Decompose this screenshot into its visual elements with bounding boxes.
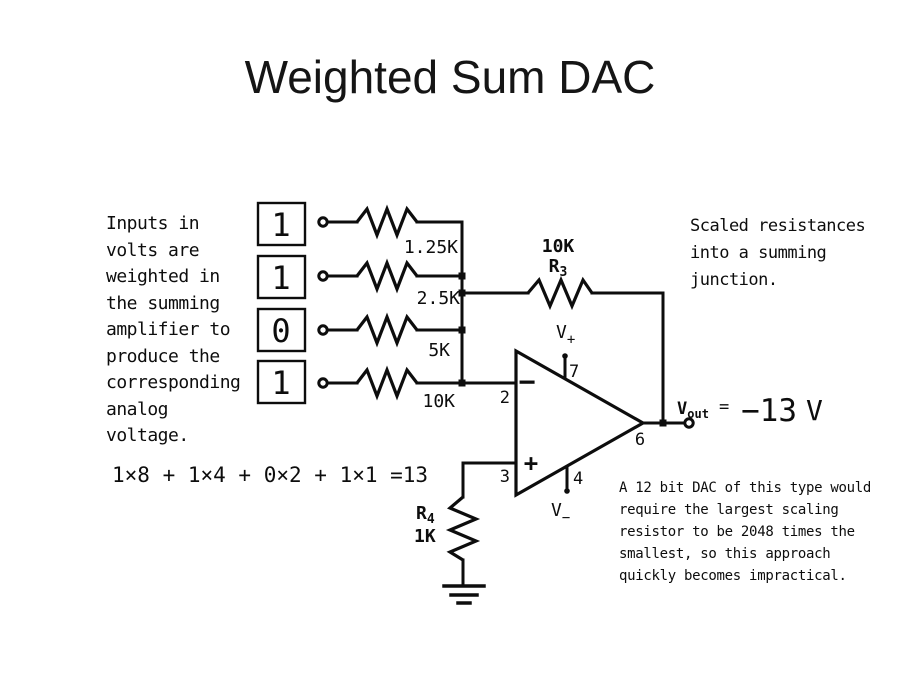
junction-dot xyxy=(659,419,667,427)
bottom-note: A 12 bit DAC of this type would require … xyxy=(619,480,871,584)
bit-input-boxes xyxy=(256,201,307,405)
pin-3: 3 xyxy=(500,467,510,487)
input-terminal xyxy=(317,377,329,389)
page-title: Weighted Sum DAC xyxy=(244,51,656,103)
resistor-label-5k: 5K xyxy=(428,340,450,361)
pin4-dot xyxy=(564,488,570,494)
wire-noninverting xyxy=(461,461,518,587)
bit-box-4 xyxy=(256,254,307,300)
resistor-label-1_25k: 1.25K xyxy=(404,237,458,258)
bit-value-4: 1 xyxy=(271,259,290,297)
bit-box-8 xyxy=(256,201,307,247)
vout-equals: = xyxy=(719,397,729,417)
resistor-5k xyxy=(355,312,419,348)
left-note: Inputs in volts are weighted in the summ… xyxy=(106,213,241,446)
wire-summing-bus xyxy=(460,220,518,385)
vout-unit: V xyxy=(806,394,823,427)
resistors xyxy=(355,204,594,562)
junction-dot xyxy=(458,326,466,334)
output-terminal xyxy=(683,417,695,429)
input-terminal xyxy=(317,216,329,228)
terminals xyxy=(317,216,695,429)
junction-dot xyxy=(458,379,466,387)
pin-6: 6 xyxy=(635,430,645,450)
input-terminal xyxy=(317,324,329,336)
ground-icon xyxy=(442,584,486,605)
pin-7: 7 xyxy=(569,362,579,382)
wire-feedback xyxy=(460,291,665,425)
bit-value-1: 1 xyxy=(271,364,290,402)
vminus-label: V− xyxy=(551,500,570,526)
junction-dot xyxy=(458,272,466,280)
resistor-label-10k: 10K xyxy=(422,391,455,412)
ground-resistor-value: 1K xyxy=(414,526,436,547)
opamp-triangle xyxy=(514,348,647,498)
resistor-label-2_5k: 2.5K xyxy=(417,288,461,309)
feedback-resistor-name: R3 xyxy=(549,256,568,280)
feedback-resistor-value: 10K xyxy=(542,236,575,257)
resistor-ground-1k xyxy=(445,495,481,562)
bit-value-2: 0 xyxy=(271,312,290,350)
junction-dots xyxy=(458,272,667,494)
output-value-group: Vout = −13 V xyxy=(677,393,823,429)
bit-values: 1 1 0 1 xyxy=(271,206,290,402)
resistor-2_5k xyxy=(355,258,419,294)
resistor-1_25k xyxy=(355,204,419,240)
bit-box-1 xyxy=(256,359,307,405)
resistor-10k xyxy=(355,365,419,401)
wires xyxy=(326,220,687,587)
pin-numbers: 2 3 7 4 6 xyxy=(500,362,645,489)
pin-2: 2 xyxy=(500,388,510,408)
vplus-label: V+ xyxy=(556,322,575,348)
input-terminal xyxy=(317,270,329,282)
pin7-dot xyxy=(562,353,568,359)
opamp-inverting-sign: − xyxy=(519,365,536,398)
right-note: Scaled resistances into a summing juncti… xyxy=(690,216,866,290)
bit-value-8: 1 xyxy=(271,206,290,244)
bit-box-2 xyxy=(256,307,307,353)
ground-resistor-name: R4 xyxy=(416,503,435,527)
weighted-sum-formula: 1×8 + 1×4 + 0×2 + 1×1 =13 xyxy=(112,463,429,487)
resistor-feedback-10k xyxy=(526,275,594,311)
opamp-noninverting-sign: + xyxy=(524,449,538,477)
vout-value: −13 xyxy=(741,393,797,429)
junction-dot xyxy=(458,289,466,297)
vout-label: Vout xyxy=(677,399,709,421)
pin-4: 4 xyxy=(573,469,583,489)
resistor-labels: 1.25K 2.5K 5K 10K 10K R3 R4 1K xyxy=(404,236,575,547)
